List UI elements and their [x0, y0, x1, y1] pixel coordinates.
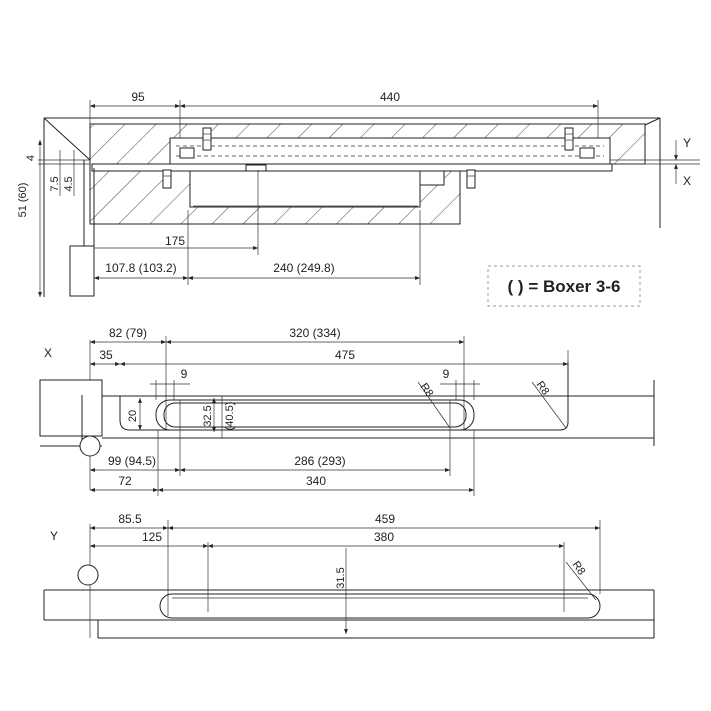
dim-240: 240 (249.8): [273, 261, 334, 275]
axis-y-label: Y: [50, 529, 58, 543]
dim-20: 20: [127, 410, 139, 422]
dim-51: 51 (60): [17, 183, 29, 218]
dim-95: 95: [131, 90, 145, 104]
bottom-view: Y 85.5 459 125 380 31.5 R8: [43, 512, 655, 639]
screw-icon: [162, 169, 172, 189]
dim-85-5: 85.5: [118, 512, 142, 526]
dim-40-5: (40.5): [224, 402, 236, 431]
screw-icon: [564, 127, 574, 151]
dim-175: 175: [165, 234, 185, 248]
dim-459: 459: [375, 512, 395, 526]
dim-107-8: 107.8 (103.2): [105, 261, 176, 275]
pivot-icon: [79, 435, 101, 457]
dim-82: 82 (79): [109, 326, 147, 340]
dim-4: 4: [25, 155, 37, 161]
arm-channel: [189, 170, 421, 208]
dim-475: 475: [335, 348, 355, 362]
dim-4-5: 4.5: [63, 176, 75, 191]
radius-r8: R8: [570, 559, 588, 577]
pivot-icon: [77, 564, 99, 586]
closer-body: [169, 137, 611, 165]
boxer-note-box: [487, 265, 641, 307]
dim-32-5: 32.5: [202, 405, 214, 426]
screw-icon: [466, 169, 476, 189]
dim-340: 340: [306, 474, 326, 488]
radius-r8-slot: R8: [418, 381, 436, 399]
axis-x-label: X: [683, 174, 691, 188]
radius-r8-end: R8: [534, 379, 552, 397]
dim-99: 99 (94.5): [108, 454, 156, 468]
boxer-note: ( ) = Boxer 3-6: [508, 277, 621, 296]
axis-y-label: Y: [683, 136, 691, 150]
dim-320: 320 (334): [289, 326, 340, 340]
mounting-bracket: [39, 379, 103, 437]
dim-35: 35: [99, 348, 113, 362]
screw-icon: [202, 127, 212, 151]
dim-9-left: 9: [181, 367, 188, 381]
dim-380: 380: [374, 530, 394, 544]
dim-31-5: 31.5: [335, 567, 347, 588]
dim-440: 440: [380, 90, 400, 104]
dim-125: 125: [142, 530, 162, 544]
top-view: 95 440 175 107.8 (103.2) 240 (249.8) 4 7…: [17, 90, 700, 307]
door-panel: [69, 245, 95, 297]
dim-7-5: 7.5: [49, 176, 61, 191]
axis-x-label: X: [44, 346, 52, 360]
dim-72: 72: [118, 474, 132, 488]
dim-9-right: 9: [443, 367, 450, 381]
dim-286: 286 (293): [294, 454, 345, 468]
middle-view: X 82 (79) 320 (334) 35 475 9 9: [39, 326, 655, 496]
slide-slot: [159, 593, 601, 619]
slide-slot: [155, 399, 475, 431]
